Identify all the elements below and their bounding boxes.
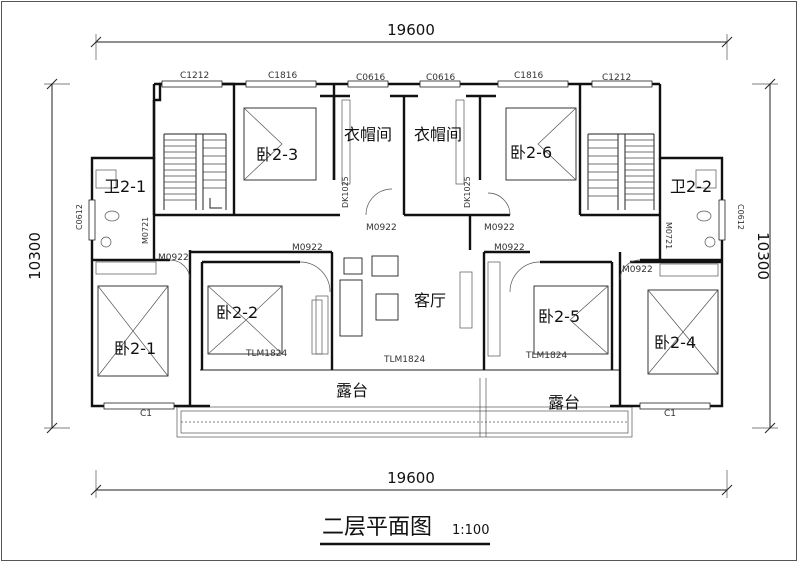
drawing-scale: 1:100: [452, 523, 489, 538]
label-c0616-right: C0616: [426, 73, 455, 83]
label-m0922-f: M0922: [622, 265, 653, 275]
room-label-bed-2-2: 卧2-2: [216, 303, 258, 322]
label-m0721-right: M0721: [664, 222, 673, 249]
room-label-bed-2-4: 卧2-4: [654, 333, 696, 352]
bottom-width-label: 19600: [387, 469, 435, 487]
label-c1816-right: C1816: [514, 71, 543, 81]
room-label-bath-2-1: 卫2-1: [104, 177, 146, 196]
room-label-bed-2-1: 卧2-1: [114, 339, 156, 358]
label-c1816-left: C1816: [268, 71, 297, 81]
label-m0922-a: M0922: [366, 223, 397, 233]
label-c1212-left: C1212: [180, 71, 209, 81]
label-m0922-d: M0922: [494, 243, 525, 253]
bed-2-4: [647, 263, 719, 375]
label-c1-right: C1: [664, 409, 676, 419]
left-height-label: 10300: [26, 232, 44, 280]
label-m0922-b: M0922: [484, 223, 515, 233]
top-width-label: 19600: [387, 21, 435, 39]
terrace-balustrade: [176, 378, 633, 438]
room-label-bed-2-3: 卧2-3: [256, 145, 298, 164]
label-tlm1824-c: TLM1824: [525, 351, 567, 361]
room-label-bed-2-5: 卧2-5: [538, 307, 580, 326]
label-c0612-right: C0612: [736, 204, 745, 230]
bed-2-5: [487, 261, 609, 357]
label-tlm1824-a: TLM1824: [245, 349, 287, 359]
room-label-terrace-right: 露台: [548, 393, 580, 412]
top-dimension-line: [90, 34, 733, 60]
sofa-set: [339, 255, 473, 337]
label-c0616-left: C0616: [356, 73, 385, 83]
label-c0612-left: C0612: [75, 204, 84, 230]
drawing-title: 二层平面图: [322, 515, 432, 540]
bed-2-3: [243, 107, 317, 181]
room-label-terrace-left: 露台: [336, 381, 368, 400]
label-m0922-e: M0922: [158, 253, 189, 263]
right-height-label: 10300: [754, 232, 772, 280]
closet-rails: [311, 99, 465, 355]
stair-right: [587, 133, 655, 210]
room-label-living: 客厅: [414, 291, 446, 310]
bed-2-1: [95, 261, 169, 377]
room-label-closet-right: 衣帽间: [414, 125, 462, 144]
bath-fixtures: [95, 169, 717, 248]
label-m0922-c: M0922: [292, 243, 323, 253]
label-dk1025-left: DK1025: [341, 176, 350, 208]
label-c1-left: C1: [140, 409, 152, 419]
stair-left: [163, 133, 227, 210]
bed-2-6: [505, 107, 577, 181]
room-label-bed-2-6: 卧2-6: [510, 143, 552, 162]
interior-walls: [92, 84, 722, 406]
door-swings: [169, 188, 641, 293]
label-m0721-left: M0721: [141, 217, 150, 244]
room-label-closet-left: 衣帽间: [344, 125, 392, 144]
room-label-bath-2-2: 卫2-2: [670, 177, 712, 196]
label-c1212-right: C1212: [602, 73, 631, 83]
bottom-dimension-line: [90, 470, 733, 498]
label-tlm1824-b: TLM1824: [383, 355, 425, 365]
right-dimension-line: [752, 78, 778, 434]
top-windows: [88, 80, 726, 410]
label-dk1025-right: DK1025: [463, 176, 472, 208]
left-dimension-line: [44, 78, 70, 434]
